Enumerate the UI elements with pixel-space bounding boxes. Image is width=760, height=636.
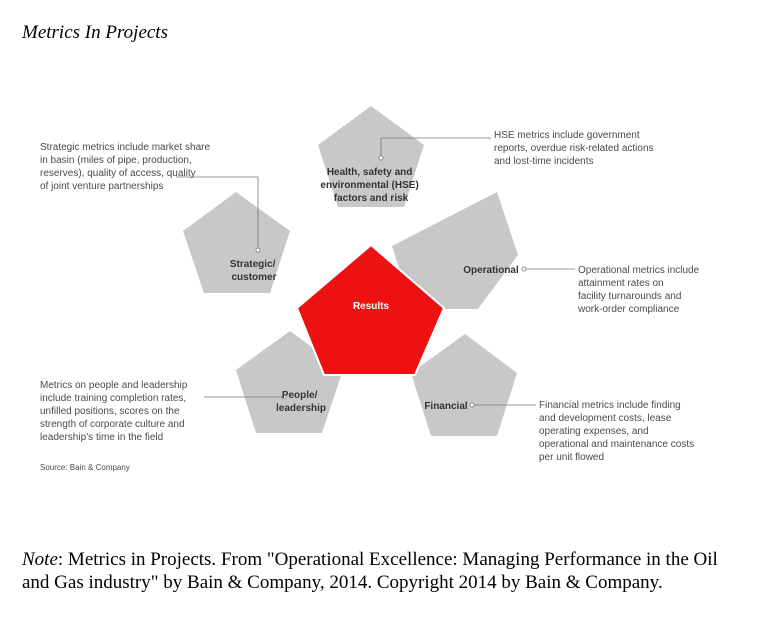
pentagon-strategic xyxy=(183,192,290,293)
label-financial: Financial xyxy=(424,401,468,412)
pentagon-results xyxy=(295,243,446,376)
note-text: : Metrics in Projects. From "Operational… xyxy=(22,549,718,593)
label-strategic: Strategic/ customer xyxy=(230,259,278,283)
figure-title: Metrics In Projects xyxy=(22,22,168,43)
annotation-hse: HSE metrics include government reports, … xyxy=(494,130,656,167)
label-results: Results xyxy=(353,301,390,312)
diagram-canvas: Results Health, safety and environmental… xyxy=(40,106,702,472)
figure-note: Note: Metrics in Projects. From "Operati… xyxy=(22,548,738,594)
leader-lines xyxy=(176,137,575,406)
source-label: Source: Bain & Company xyxy=(40,463,130,472)
pentagon-financial xyxy=(411,334,517,436)
note-label: Note xyxy=(22,549,58,570)
label-operational: Operational xyxy=(463,265,519,276)
label-hse: Health, safety and environmental (HSE) f… xyxy=(320,167,421,204)
leader-dots xyxy=(255,155,527,408)
metrics-diagram: Results Health, safety and environmental… xyxy=(24,88,714,488)
label-people: People/ leadership xyxy=(276,390,326,414)
annotation-financial: Financial metrics include finding and de… xyxy=(539,400,697,463)
pentagon-operational xyxy=(392,192,518,309)
annotation-people: Metrics on people and leadership include… xyxy=(40,380,190,443)
annotation-operational: Operational metrics include attainment r… xyxy=(577,265,702,315)
annotation-strategic: Strategic metrics include market share i… xyxy=(40,142,213,192)
pentagon-hse xyxy=(318,106,424,207)
